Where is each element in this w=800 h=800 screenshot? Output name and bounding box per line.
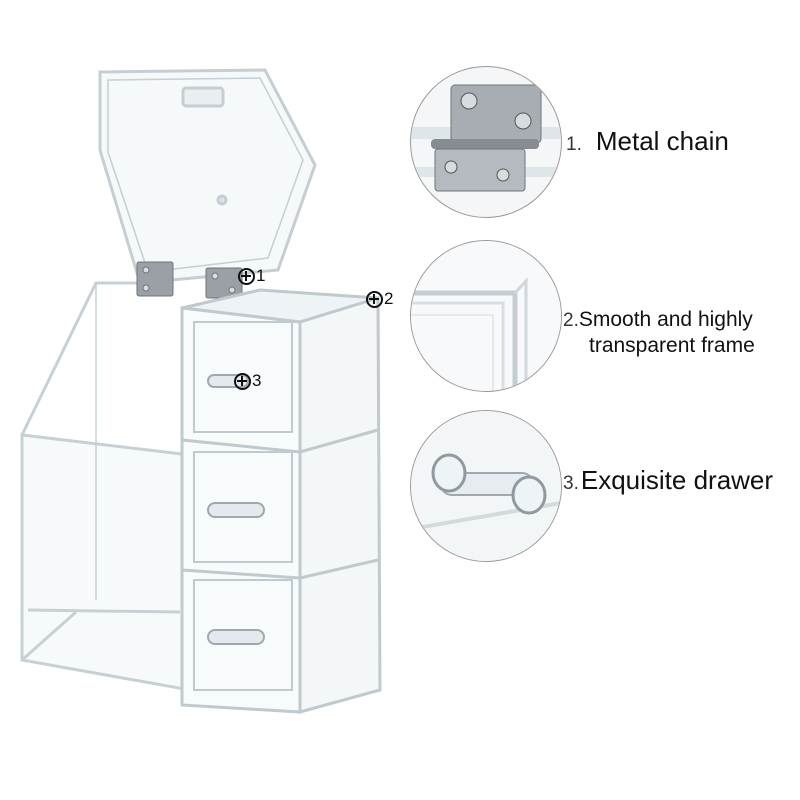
frame-closeup-circle bbox=[410, 240, 562, 392]
hinge-closeup-icon bbox=[411, 84, 561, 192]
back-compartment bbox=[20, 281, 192, 692]
hinge-closeup-circle bbox=[410, 66, 562, 218]
feature-exquisite-drawer: 3.Exquisite drawer bbox=[563, 465, 774, 495]
drawer-handle-closeup-icon bbox=[411, 411, 561, 561]
handle-closeup-circle bbox=[410, 410, 562, 562]
acrylic-organizer-illustration bbox=[20, 68, 382, 714]
frame-corner-closeup-icon bbox=[411, 241, 561, 391]
drawer-tower bbox=[180, 288, 382, 714]
marker-3: 3 bbox=[234, 371, 261, 391]
crosshair-icon bbox=[238, 267, 255, 285]
crosshair-icon bbox=[366, 290, 383, 308]
crosshair-icon bbox=[234, 372, 251, 390]
feature-transparent-frame: 2.Smooth and highly transparent frame bbox=[563, 308, 755, 357]
marker-1: 1 bbox=[238, 266, 265, 286]
marker-2: 2 bbox=[366, 289, 393, 309]
feature-metal-chain: 1.Metal chain bbox=[566, 126, 729, 156]
open-lid bbox=[98, 68, 317, 285]
